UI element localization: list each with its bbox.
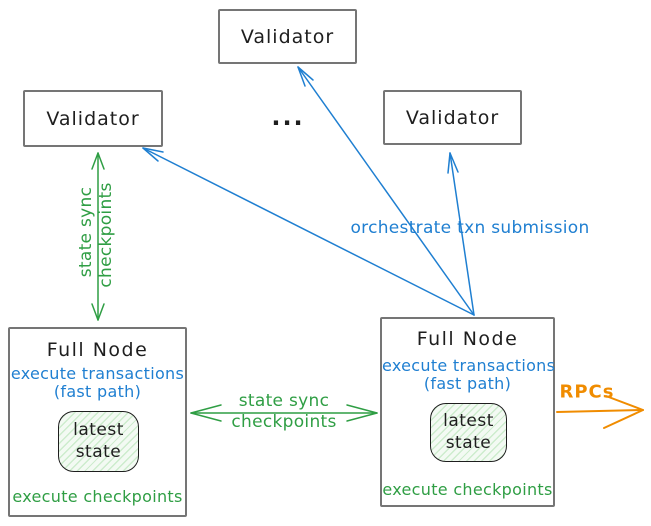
full-node-box-right: Full Node execute transactions (fast pat… xyxy=(380,317,555,507)
rpcs-arrow xyxy=(556,395,644,429)
left-state-sync-arrow xyxy=(91,152,105,321)
latest-state-left-line2: state xyxy=(75,441,122,462)
validator-left-label: Validator xyxy=(46,107,140,130)
latest-state-right-line2: state xyxy=(445,432,492,453)
latest-state-left-line1: latest xyxy=(73,420,124,441)
orchestrate-arrow-to-top-validator xyxy=(297,66,475,316)
orchestrate-arrowhead-right-icon xyxy=(447,152,459,174)
mid-state-sync-arrow xyxy=(190,404,378,422)
left-sync-label-line2: checkpoints xyxy=(96,182,116,288)
orchestrate-arrowhead-left-icon xyxy=(142,147,164,162)
full-node-right-title: Full Node xyxy=(416,328,519,350)
full-node-left-line2: (fast path) xyxy=(53,382,142,401)
orchestrate-arrow-to-left-validator xyxy=(142,147,475,316)
rpcs-label: RPCs xyxy=(559,381,615,403)
full-node-box-left: Full Node execute transactions (fast pat… xyxy=(8,327,187,517)
full-node-right-line2: (fast path) xyxy=(423,374,512,393)
mid-sync-arrowhead-right-icon xyxy=(346,404,378,422)
left-sync-arrowhead-down-icon xyxy=(91,303,105,321)
validator-box-top: Validator xyxy=(218,9,357,64)
validator-right-label: Validator xyxy=(405,106,500,129)
validator-box-left: Validator xyxy=(23,90,163,147)
validators-ellipsis: ... xyxy=(271,103,305,131)
left-sync-arrowhead-up-icon xyxy=(91,152,105,170)
latest-state-box-right: latest state xyxy=(430,403,507,462)
orchestrate-arrows xyxy=(142,66,475,316)
full-node-left-title: Full Node xyxy=(46,339,149,361)
orchestrate-arrow-to-right-validator xyxy=(449,152,475,316)
full-node-left-footer: execute checkpoints xyxy=(12,487,183,506)
orchestrate-label: orchestrate txn submission xyxy=(350,218,590,238)
rpcs-arrowhead-icon xyxy=(603,395,644,429)
validator-top-label: Validator xyxy=(240,25,335,48)
validator-box-right: Validator xyxy=(383,90,522,145)
full-node-right-line1: execute transactions xyxy=(382,356,556,375)
orchestrate-arrowhead-top-icon xyxy=(297,66,314,87)
latest-state-right-line1: latest xyxy=(443,411,494,432)
mid-sync-label-line1: state sync xyxy=(238,391,330,411)
left-sync-label-line1: state sync xyxy=(76,186,96,278)
full-node-right-footer: execute checkpoints xyxy=(382,480,553,499)
full-node-left-line1: execute transactions xyxy=(10,364,185,383)
latest-state-box-left: latest state xyxy=(58,411,139,472)
rpcs-line xyxy=(556,409,644,413)
mid-sync-label-line2: checkpoints xyxy=(231,412,337,432)
mid-sync-arrowhead-left-icon xyxy=(190,404,222,422)
